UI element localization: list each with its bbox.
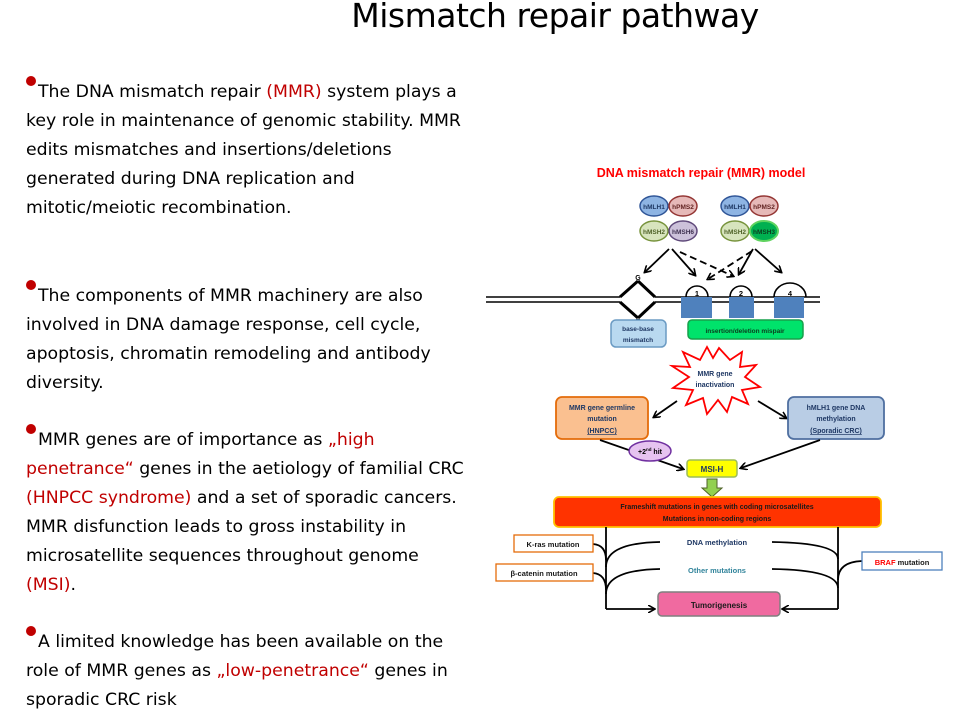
svg-text:β-catenin mutation: β-catenin mutation — [510, 569, 577, 578]
protein-hmsh3 — [749, 220, 779, 242]
braf-mutation-box: BRAF mutation — [861, 551, 943, 571]
green-down-arrow-icon — [700, 478, 724, 498]
svg-text:2: 2 — [739, 289, 743, 298]
svg-text:hMLH1: hMLH1 — [724, 204, 746, 211]
svg-text:K-ras mutation: K-ras mutation — [527, 540, 580, 549]
svg-text:mutation: mutation — [587, 416, 617, 423]
loop-2 — [729, 285, 753, 298]
other-mutations-label: Other mutations — [688, 566, 746, 575]
protein-hpms2 — [749, 195, 779, 217]
svg-text:Frameshift mutations in genes: Frameshift mutations in genes with codin… — [620, 504, 813, 511]
svg-text:MSI-H: MSI-H — [701, 465, 724, 474]
svg-text:hMLH1 gene DNA: hMLH1 gene DNA — [807, 405, 866, 412]
svg-text:(Sporadic CRC): (Sporadic CRC) — [810, 428, 862, 435]
svg-text:methylation: methylation — [816, 416, 855, 423]
kras-mutation-box: K-ras mutation — [513, 534, 594, 553]
protein-hpms2 — [668, 195, 698, 217]
svg-text:BRAF mutation: BRAF mutation — [875, 558, 930, 567]
bullet-text: A limited knowledge has been available o… — [26, 632, 448, 710]
svg-text:base-base: base-base — [622, 326, 654, 333]
arrow-to-loop-2 — [739, 248, 754, 274]
svg-text:inactivation: inactivation — [696, 382, 735, 389]
svg-text:hPMS2: hPMS2 — [753, 204, 775, 211]
complex-arrows — [645, 248, 781, 279]
svg-text:insertion/deletion mispair: insertion/deletion mispair — [705, 328, 785, 335]
dashed-arrow-to-loop-2 — [679, 251, 733, 276]
svg-text:hMSH2: hMSH2 — [724, 229, 746, 236]
base-base-mismatch-box: base-base mismatch — [610, 319, 667, 348]
diagram-title: DNA mismatch repair (MMR) model — [597, 166, 806, 180]
loop-4 — [773, 282, 807, 298]
mmr-gene-inactivation-star: MMR gene inactivation — [668, 345, 763, 417]
bullet-item-low-penetrance: A limited knowledge has been available o… — [26, 626, 466, 715]
bullet-item-components: The components of MMR machinery are also… — [26, 280, 466, 398]
svg-text:1: 1 — [695, 289, 699, 298]
tumorigenesis-box: Tumorigenesis — [657, 591, 781, 617]
arrow-to-loop-4 — [754, 248, 781, 272]
arrow-to-germline — [654, 400, 678, 417]
msi-h-box: MSI-H — [686, 459, 738, 478]
svg-text:MMR gene germline: MMR gene germline — [569, 405, 635, 412]
protein-hmlh1 — [639, 195, 669, 217]
indel-loops: 1 2 4 — [681, 282, 807, 318]
dashed-arrow-to-loop-1 — [708, 250, 753, 279]
dna-strand — [486, 279, 820, 320]
svg-text:(HNPCC): (HNPCC) — [587, 428, 617, 435]
dna-block-4 — [774, 297, 804, 318]
mmr-complex-left: hMLH1 hPMS2 hMSH2 hMSH6 — [639, 195, 698, 242]
slide-title: Mismatch repair pathway — [351, 0, 759, 35]
svg-text:Mutations in non-coding region: Mutations in non-coding regions — [663, 516, 772, 523]
bullet-dot-icon — [26, 280, 36, 290]
mmr-complex-right: hMLH1 hPMS2 hMSH2 hMSH3 — [720, 195, 779, 242]
bullet-text: The DNA mismatch repair (MMR) system pla… — [26, 82, 461, 218]
svg-text:MMR gene: MMR gene — [698, 371, 733, 378]
protein-hmsh2 — [639, 220, 669, 242]
arrow-to-methylation — [757, 400, 786, 418]
insertion-deletion-mispair-box: insertion/deletion mispair — [687, 319, 804, 340]
bullet-text: MMR genes are of importance as „high pen… — [26, 430, 464, 595]
svg-text:hMSH6: hMSH6 — [672, 229, 694, 236]
svg-text:+2nd hit: +2nd hit — [638, 447, 663, 456]
germline-mutation-box: MMR gene germline mutation (HNPCC) — [555, 396, 649, 440]
second-hit-badge: +2nd hit — [628, 440, 672, 462]
hmlh1-methylation-box: hMLH1 gene DNA methylation (Sporadic CRC… — [787, 396, 885, 440]
mismatch-base-g: G — [635, 275, 641, 282]
dna-block-1 — [681, 297, 712, 318]
arrow-to-base-mismatch — [645, 248, 670, 272]
protein-hmlh1 — [720, 195, 750, 217]
dna-block-2 — [729, 297, 754, 318]
svg-text:hPMS2: hPMS2 — [672, 204, 694, 211]
loop-1 — [685, 285, 709, 298]
dna-methylation-label: DNA methylation — [687, 538, 748, 547]
methylation-to-msi-line — [741, 439, 821, 468]
mmr-model-diagram: DNA mismatch repair (MMR) model hMLH1 hP… — [460, 150, 960, 650]
svg-text:Tumorigenesis: Tumorigenesis — [691, 601, 748, 610]
bullet-dot-icon — [26, 626, 36, 636]
beta-catenin-mutation-box: β-catenin mutation — [495, 563, 594, 582]
bullet-item-mmr-genes: MMR genes are of importance as „high pen… — [26, 424, 466, 600]
bullet-text: The components of MMR machinery are also… — [26, 286, 431, 393]
svg-text:hMSH3: hMSH3 — [753, 229, 775, 236]
bullet-dot-icon — [26, 76, 36, 86]
arrow-to-loop-1 — [671, 248, 695, 275]
pathway-connectors — [592, 527, 863, 609]
svg-text:hMSH2: hMSH2 — [643, 229, 665, 236]
frameshift-mutations-box: Frameshift mutations in genes with codin… — [553, 496, 882, 528]
svg-text:4: 4 — [788, 289, 793, 298]
svg-text:mismatch: mismatch — [623, 337, 653, 344]
protein-hmsh6 — [668, 220, 698, 242]
bullet-dot-icon — [26, 424, 36, 434]
svg-text:hMLH1: hMLH1 — [643, 204, 665, 211]
bullet-item-mmr-system: The DNA mismatch repair (MMR) system pla… — [26, 76, 466, 223]
